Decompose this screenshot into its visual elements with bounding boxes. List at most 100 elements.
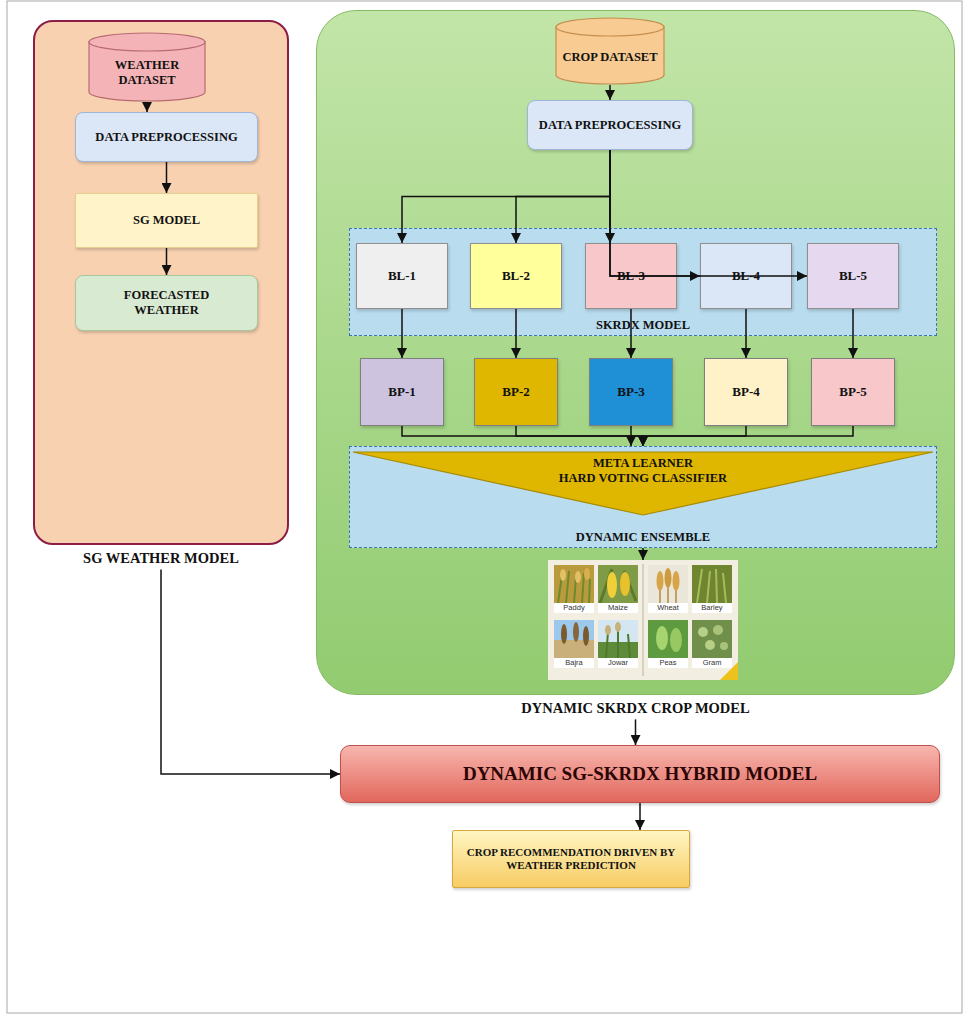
predictor-box: BP-5 xyxy=(811,358,895,426)
cylinder-top xyxy=(89,33,205,51)
shape-outline xyxy=(316,10,955,695)
box-label: HARD VOTING CLASSIFIER xyxy=(559,471,727,486)
flow-arrow xyxy=(515,309,517,358)
label-slot: Maize xyxy=(598,603,638,613)
jowar-photo xyxy=(598,620,638,668)
crop-name: Peas xyxy=(648,658,688,668)
dataset-cylinder: CROP DATASET xyxy=(555,17,665,85)
model-box: SG MODEL xyxy=(75,193,258,248)
output-box: FORECASTED WEATHER xyxy=(75,275,258,331)
corner-mark xyxy=(720,662,738,680)
band-label: SKRDX MODEL xyxy=(596,318,690,333)
result-box: CROP RECOMMENDATION DRIVEN BY WEATHER PR… xyxy=(452,830,690,888)
crop-name: Paddy xyxy=(554,603,594,613)
learner-box: BL-5 xyxy=(807,243,899,309)
cylinder-top xyxy=(556,18,664,36)
label-holder: BL-2 xyxy=(474,247,558,305)
label-slot: Peas xyxy=(648,658,688,668)
model-panel: WEATHER DATASET DATA PREPROCESSING SG MODE… xyxy=(33,20,289,569)
art-ground xyxy=(548,560,738,680)
box-label: BP-4 xyxy=(732,384,759,400)
panel-heading: DYNAMIC SKRDX CROP MODEL xyxy=(316,700,955,717)
label-slot: Wheat xyxy=(648,603,688,613)
label-holder: CROP DATASET xyxy=(559,33,661,81)
box-label: META LEARNER xyxy=(593,456,693,471)
learner-box: BL-4 xyxy=(700,243,792,309)
dashed-band: BL-1 BL-2 BL-3 BL-4 BL-5SKRDX MODEL xyxy=(349,228,937,336)
box-label: CROP DATASET xyxy=(562,50,657,65)
box-label: BL-2 xyxy=(502,268,530,284)
crop-name: Wheat xyxy=(648,603,688,613)
label-holder: BP-1 xyxy=(364,362,440,422)
gram-photo xyxy=(692,620,732,668)
learner-box: BL-1 xyxy=(356,243,448,309)
label-holder: SKRDX MODEL xyxy=(349,318,937,333)
flow-arrow xyxy=(745,309,747,358)
flow-arrow xyxy=(639,803,641,830)
predictor-box: BP-3 xyxy=(589,358,673,426)
box-label: BL-4 xyxy=(732,268,760,284)
predictor-box: BP-2 xyxy=(474,358,558,426)
maize-photo xyxy=(598,565,638,613)
process-box: DATA PREPROCESSING xyxy=(75,112,258,162)
heading-holder: DYNAMIC SKRDX CROP MODEL xyxy=(316,700,955,717)
dataset-cylinder: WEATHER DATASET xyxy=(88,32,206,102)
panel-heading: SG WEATHER MODEL xyxy=(33,550,289,567)
label-holder: META LEARNERHARD VOTING CLASSIFIER xyxy=(356,456,930,486)
label-holder: CROP RECOMMENDATION DRIVEN BY WEATHER PR… xyxy=(456,834,686,884)
dashed-band: META LEARNERHARD VOTING CLASSIFIER DYNAMI… xyxy=(349,446,937,548)
label-holder: BP-5 xyxy=(815,362,891,422)
triangle-shape xyxy=(353,452,933,515)
flow-arrow xyxy=(166,248,168,275)
hybrid-box: DYNAMIC SG-SKRDX HYBRID MODEL xyxy=(340,745,940,803)
flow-arrow xyxy=(146,102,148,112)
label-holder: SG MODEL xyxy=(79,197,254,244)
heading-holder: SG WEATHER MODEL xyxy=(33,550,289,567)
model-panel: CROP DATASETDATA PREPROCESSINGBL-1BL-2BL… xyxy=(316,10,955,719)
box-label: BP-5 xyxy=(839,384,866,400)
voting-triangle: META LEARNERHARD VOTING CLASSIFIER xyxy=(352,451,934,516)
label-slot: Barley xyxy=(692,603,732,613)
crop-name: Maize xyxy=(598,603,638,613)
box-label: BL-5 xyxy=(839,268,867,284)
label-holder: DATA PREPROCESSING xyxy=(531,104,689,146)
flow-arrow xyxy=(852,309,854,358)
frame-rect xyxy=(7,1,962,1013)
box-label: DATA PREPROCESSING xyxy=(95,130,237,145)
label-holder: FORECASTED WEATHER xyxy=(79,279,254,327)
box-label: FORECASTED WEATHER xyxy=(102,288,232,318)
label-holder: DYNAMIC SG-SKRDX HYBRID MODEL xyxy=(344,749,936,799)
art-divider xyxy=(643,564,644,676)
flow-arrow xyxy=(166,162,168,193)
predictor-box: BP-1 xyxy=(360,358,444,426)
box-label: DYNAMIC SG-SKRDX HYBRID MODEL xyxy=(463,763,817,786)
barley-photo xyxy=(692,565,732,613)
label-holder: BL-3 xyxy=(589,247,673,305)
flow-arrow xyxy=(630,309,632,358)
label-slot: Paddy xyxy=(554,603,594,613)
flow-arrow xyxy=(609,85,611,100)
box-label: BL-1 xyxy=(388,268,416,284)
band-label: DYNAMIC ENSEMBLE xyxy=(576,530,710,545)
label-holder: BL-5 xyxy=(811,247,895,305)
flow-arrow xyxy=(630,426,632,446)
wheat-photo xyxy=(648,565,688,613)
box-label: BL-3 xyxy=(617,268,645,284)
label-slot: Bajra xyxy=(554,658,594,668)
crop-name: Gram xyxy=(692,658,732,668)
label-holder: BL-4 xyxy=(704,247,788,305)
learner-box: BL-3 xyxy=(585,243,677,309)
box-label: BP-1 xyxy=(388,384,415,400)
flow-arrow xyxy=(401,309,403,358)
flow-arrow xyxy=(635,719,637,745)
label-holder: BP-3 xyxy=(593,362,669,422)
bajra-photo xyxy=(554,620,594,668)
learner-box: BL-2 xyxy=(470,243,562,309)
box-label: WEATHER DATASET xyxy=(101,58,193,88)
peas-photo xyxy=(648,620,688,668)
crop-name: Jowar xyxy=(598,658,638,668)
box-label: SG MODEL xyxy=(133,213,200,228)
label-holder: BP-4 xyxy=(708,362,784,422)
